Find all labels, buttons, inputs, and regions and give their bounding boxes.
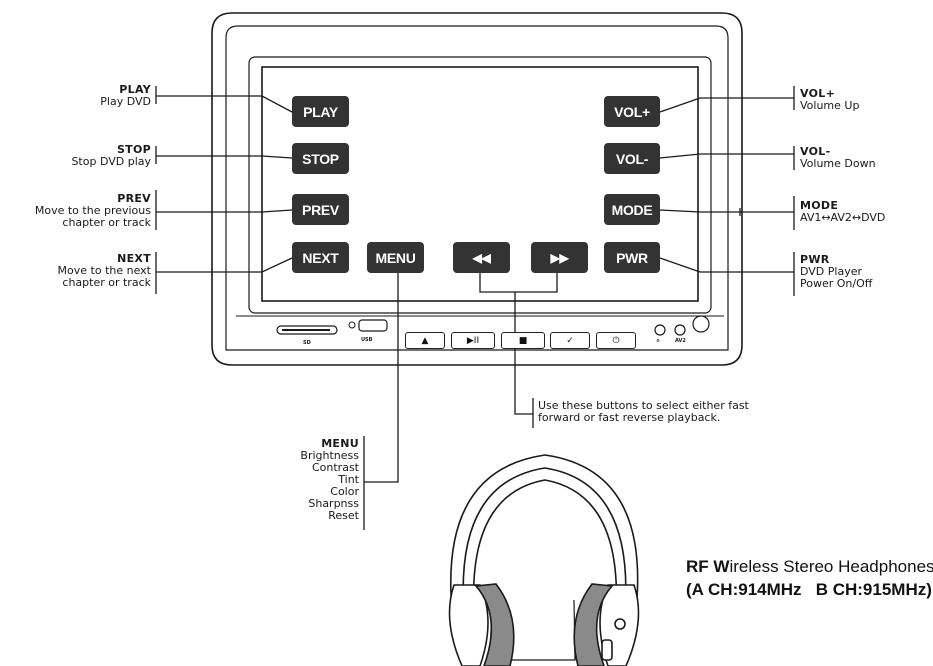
next-callout-title: NEXT [117,252,151,265]
ff-note: Use these buttons to select either fast … [538,400,749,424]
menu-button[interactable]: MENU [367,242,424,273]
pwr-callout-title: PWR [800,253,830,266]
vol-down-callout-desc: Volume Down [800,157,876,170]
menu-connector [363,272,399,530]
stop-hw-button[interactable]: ■ [501,332,545,349]
pwr-callout-desc-2: Power On/Off [800,277,873,290]
mode-callout-desc: AV1↔AV2↔DVD [800,211,886,224]
prev-callout: PREV Move to the previous chapter or tra… [35,193,151,229]
right-earcup [573,583,614,666]
caption-rf: RF [686,557,709,576]
ff-note-line-1: Use these buttons to select either fast [538,399,749,412]
stop-callout: STOP Stop DVD play [71,144,151,168]
play-pause-hw-button[interactable]: ▶II [451,332,495,349]
menu-item-contrast: Contrast [311,461,359,474]
usb-icon [348,321,356,329]
next-callout-desc-1: Move to the next [57,264,151,277]
menu-item-reset: Reset [328,509,359,522]
menu-callout-title: MENU [321,437,359,450]
next-callout: NEXT Move to the next chapter or track [58,253,151,289]
caption-rest: ireless Stereo Headphones [729,557,933,576]
play-button[interactable]: PLAY [292,96,349,127]
monitor-inner-frame [225,25,729,351]
mode-callout-title: MODE [800,199,839,212]
usb-label: USB [361,337,373,343]
pwr-callout: PWR DVD Player Power On/Off [800,254,872,290]
pwr-callout-desc-1: DVD Player [800,265,862,278]
vol-up-callout-desc: Volume Up [800,99,860,112]
menu-item-tint: Tint [338,473,359,486]
vol-up-callout: VOL+ Volume Up [800,88,859,112]
menu-callout: MENU Brightness Contrast Tint Color Shar… [300,438,359,522]
screen-bezel [248,56,712,314]
rewind-button[interactable]: ◀◀ [453,242,510,273]
vol-down-button[interactable]: VOL- [604,143,660,174]
menu-item-sharpness: Sharpnss [308,497,359,510]
prev-callout-desc-2: chapter or track [62,216,151,229]
headphone-caption: RF Wireless Stereo Headphones (A CH:914M… [686,555,933,601]
headphone-jack [654,324,666,336]
caption-w: W [713,557,730,576]
av2-label: AV2 [675,338,686,344]
av2-jack [674,324,686,336]
headphone-caption-line-1: RF Wireless Stereo Headphones [686,555,933,578]
prev-callout-desc-1: Move to the previous [34,204,151,217]
play-callout-desc: Play DVD [100,95,151,108]
left-earcup [474,583,515,666]
screen-area [261,66,699,302]
stop-button[interactable]: STOP [292,143,349,174]
headphone-caption-line-2: (A CH:914MHz B CH:915MHz) [686,580,932,599]
sd-label: SD [303,340,311,346]
play-callout: PLAY Play DVD [100,84,151,108]
next-callout-desc-2: chapter or track [62,276,151,289]
prev-callout-title: PREV [117,192,151,205]
prev-button[interactable]: PREV [292,194,349,225]
headphones-drawing [448,454,640,666]
play-callout-title: PLAY [119,83,151,96]
ir-sensor [692,315,710,333]
vol-down-callout-title: VOL- [800,145,831,158]
mode-callout: MODE AV1↔AV2↔DVD [800,200,885,224]
power-hw-button[interactable]: ⏻ [596,332,636,349]
menu-item-color: Color [330,485,359,498]
enter-hw-button[interactable]: ✓ [550,332,590,349]
ff-note-line-2: forward or fast reverse playback. [538,411,721,424]
monitor-outer-frame [211,12,743,366]
stop-callout-title: STOP [116,143,151,156]
eject-button[interactable]: ▲ [405,332,445,349]
left-connectors [155,86,293,294]
right-connectors [659,86,795,296]
vol-down-callout: VOL- Volume Down [800,146,876,170]
usb-port [358,319,388,332]
sd-slot [276,325,338,335]
menu-item-brightness: Brightness [300,449,359,462]
fast-forward-button[interactable]: ▶▶ [531,242,588,273]
stop-callout-desc: Stop DVD play [71,155,151,168]
mode-button[interactable]: MODE [604,194,660,225]
vol-up-button[interactable]: VOL+ [604,96,660,127]
headphone-jack-icon: ∩ [656,338,661,344]
vol-up-callout-title: VOL+ [800,87,836,100]
next-button[interactable]: NEXT [292,242,349,273]
pwr-button[interactable]: PWR [604,242,660,273]
